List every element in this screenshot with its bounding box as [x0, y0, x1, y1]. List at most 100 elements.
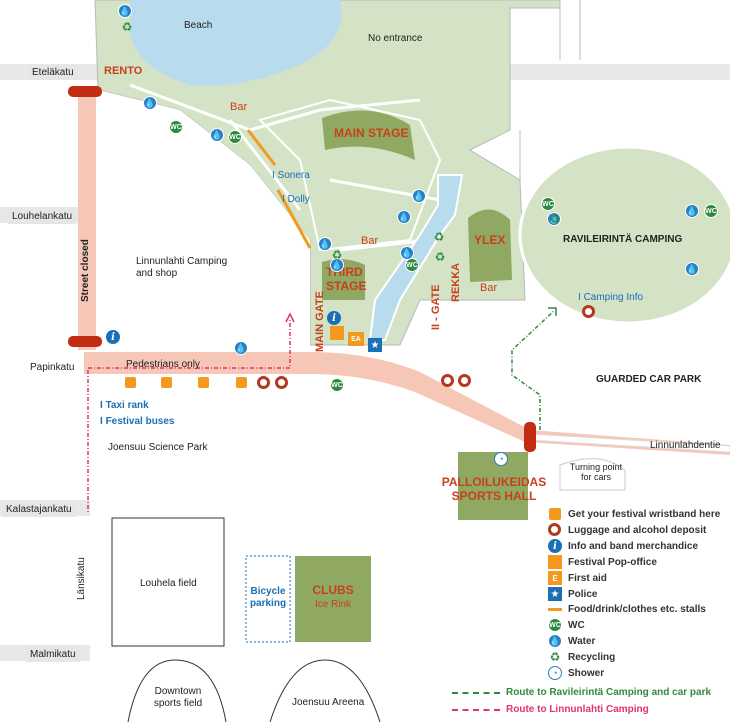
- areena-arc: [269, 659, 381, 722]
- bar-label-3: Bar: [480, 282, 498, 294]
- wristband-icon: [198, 377, 209, 388]
- ice-rink-label: Ice Rink: [314, 599, 352, 610]
- info-icon[interactable]: i: [327, 311, 341, 325]
- wc-icon: WC: [405, 258, 419, 272]
- louhela-field-box: [111, 517, 225, 647]
- legend-label: Recycling: [568, 651, 616, 663]
- water-icon: 💧: [210, 128, 224, 142]
- street-label-malmikatu: Malmikatu: [26, 647, 80, 662]
- legend-row-stalls: Food/drink/clothes etc. stalls: [548, 602, 706, 616]
- legend-row-info: i Info and band merchandice: [548, 539, 698, 553]
- barrier-north: [68, 86, 102, 97]
- legend-label: WC: [568, 619, 585, 631]
- route-legend-pink: Route to Linnunlahti Camping: [452, 704, 649, 715]
- route-pink-main: [88, 318, 291, 369]
- main-stage-label: MAIN STAGE: [334, 126, 409, 140]
- info-icon[interactable]: i: [106, 330, 120, 344]
- luggage-icon: [275, 376, 288, 389]
- water-icon: 💧: [118, 4, 132, 18]
- water-icon: 💧: [234, 341, 248, 355]
- park-paths: [129, 83, 441, 252]
- legend-luggage-icon: [548, 523, 562, 537]
- science-park-label: Joensuu Science Park: [108, 442, 208, 453]
- water-channel: [368, 174, 464, 341]
- stalls-line-2: [276, 189, 312, 249]
- water-icon: 💧: [685, 204, 699, 218]
- legend-wc-icon: WC: [548, 618, 562, 632]
- main-stage-shape: [322, 110, 415, 160]
- luggage-icon: [458, 374, 471, 387]
- legend-row-police: ★ Police: [548, 587, 597, 601]
- ylex-stage-shape: [468, 209, 512, 282]
- wristband-icon: [236, 377, 247, 388]
- ravileirinta-label: RAVILEIRINTÄ CAMPING: [563, 234, 683, 245]
- wristband-icon: [125, 377, 136, 388]
- street-label-kalastajankatu: Kalastajankatu: [2, 502, 76, 517]
- rekka-label: REKKA: [450, 262, 462, 302]
- legend-label: Food/drink/clothes etc. stalls: [568, 603, 706, 615]
- camping-label: Linnunlahti Camping and shop: [136, 256, 228, 279]
- water-icon: 💧: [412, 189, 426, 203]
- legend-row-water: 💧 Water: [548, 634, 595, 648]
- bar-label-1: Bar: [230, 101, 248, 113]
- water-icon: 💧: [318, 237, 332, 251]
- wc-icon: WC: [228, 130, 242, 144]
- route-green-arrow: [548, 307, 557, 316]
- legend-first-aid-icon: E: [548, 571, 562, 585]
- legend-pop-office-icon: [548, 555, 562, 569]
- water-icon: 💧: [400, 246, 414, 260]
- legend-police-icon: ★: [548, 587, 562, 601]
- legend-label: Get your festival wristband here: [568, 508, 721, 520]
- bar-label-2: Bar: [361, 235, 379, 247]
- dolly-label: I Dolly: [282, 194, 310, 205]
- luggage-icon: [582, 305, 595, 318]
- recycling-icon: ♻: [434, 250, 446, 264]
- bicycle-parking-label: Bicycle parking: [249, 586, 287, 609]
- legend-row-wc: WC WC: [548, 618, 585, 632]
- no-entrance-label: No entrance: [368, 33, 423, 44]
- legend-shower-icon: ◔: [548, 666, 562, 680]
- legend-stalls-icon: [548, 602, 562, 616]
- legend-row-first-aid: E First aid: [548, 571, 607, 585]
- legend-water-icon: 💧: [548, 634, 562, 648]
- recycling-icon: ♻: [433, 230, 445, 244]
- legend-label: Shower: [568, 667, 605, 679]
- camping-info-label: I Camping Info: [578, 292, 644, 303]
- street-label-papinkatu: Papinkatu: [30, 362, 75, 373]
- legend-row-shower: ◔ Shower: [548, 666, 604, 680]
- camping-zone: [98, 90, 310, 355]
- downtown-field-label: Downtown sports field: [153, 686, 203, 709]
- legend-row-wristband: Get your festival wristband here: [548, 507, 720, 521]
- legend-recycling-icon: ♻: [549, 650, 561, 664]
- legend-row-recycling: ♻ Recycling: [548, 650, 616, 664]
- sonera-label: I Sonera: [272, 170, 310, 181]
- sports-hall-label: PALLOILUKEIDAS SPORTS HALL: [441, 475, 547, 503]
- legend-wristband-icon: [548, 507, 562, 521]
- water-icon: 💧: [547, 212, 561, 226]
- street-label-louhelankatu: Louhelankatu: [8, 209, 77, 224]
- police-icon: ★: [368, 338, 382, 352]
- louhela-field-label: Louhela field: [140, 578, 197, 589]
- legend-info-icon: i: [548, 539, 562, 553]
- route-pink-label: Route to Linnunlahti Camping: [506, 704, 649, 715]
- legend-label: Water: [568, 635, 596, 647]
- water-icon: 💧: [397, 210, 411, 224]
- wc-icon: WC: [704, 204, 718, 218]
- right-lines: [519, 0, 581, 180]
- route-pink-swatch: [452, 708, 500, 711]
- pedestrians-only-label: Pedestrians only: [126, 359, 200, 370]
- legend-label: Police: [568, 588, 598, 600]
- wc-icon: WC: [330, 378, 344, 392]
- wc-icon: WC: [541, 197, 555, 211]
- recycling-icon: ♻: [331, 248, 343, 262]
- clubs-building: [295, 556, 371, 642]
- ii-gate-label: II - GATE: [430, 284, 442, 330]
- stage-lawn-outline: [258, 98, 442, 252]
- street-closed-label: Street closed: [80, 239, 91, 302]
- ylex-label: YLEX: [474, 233, 506, 247]
- legend-label: Festival Pop-office: [568, 556, 657, 568]
- taxi-rank-label: I Taxi rank: [100, 400, 149, 411]
- water-icon: 💧: [330, 258, 344, 272]
